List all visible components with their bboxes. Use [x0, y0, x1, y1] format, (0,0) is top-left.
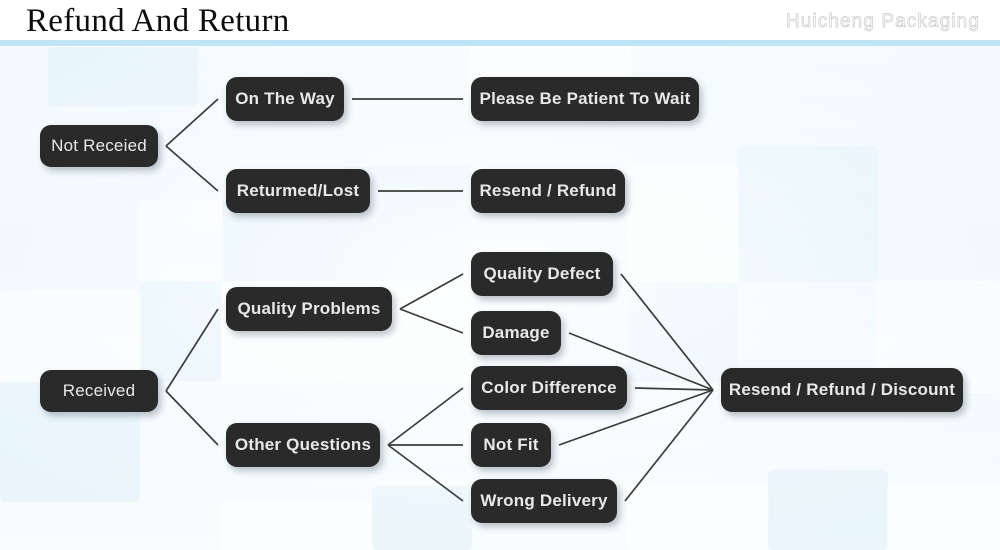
node-label: Resend / Refund — [479, 181, 617, 200]
connector-received-to-other-questions — [165, 390, 219, 446]
node-resend-refund-discount[interactable]: Resend / Refund / Discount — [721, 368, 963, 412]
node-other-questions[interactable]: Other Questions — [226, 423, 380, 467]
connector-lines — [165, 98, 714, 502]
node-quality-problems[interactable]: Quality Problems — [226, 287, 392, 331]
node-color-difference[interactable]: Color Difference — [471, 366, 627, 410]
node-wrong-delivery[interactable]: Wrong Delivery — [471, 479, 617, 523]
node-damage[interactable]: Damage — [471, 311, 561, 355]
node-not-fit[interactable]: Not Fit — [471, 423, 551, 467]
connector-wrong-delivery-to-resend-refund-discount — [624, 389, 714, 502]
connector-quality-defect-to-resend-refund-discount — [620, 273, 714, 391]
connector-damage-to-resend-refund-discount — [568, 332, 714, 391]
connector-quality-problems-to-quality-defect — [399, 273, 464, 310]
node-label: Resend / Refund / Discount — [728, 380, 956, 399]
node-please-be-patient[interactable]: Please Be Patient To Wait — [471, 77, 699, 121]
node-label: Color Difference — [481, 378, 617, 397]
node-label: Received — [62, 381, 136, 400]
brand-watermark: Huicheng Packaging — [785, 11, 980, 33]
connector-quality-problems-to-damage — [399, 308, 464, 334]
node-label: Other Questions — [234, 435, 372, 454]
connector-received-to-quality-problems — [165, 308, 219, 392]
node-label: Quality Problems — [237, 299, 381, 318]
node-label: Quality Defect — [483, 264, 601, 283]
connector-not-received-to-returned-lost — [165, 145, 219, 192]
node-label: Please Be Patient To Wait — [479, 89, 691, 108]
slide-header: Refund And Return Huicheng Packaging — [0, 0, 1000, 47]
node-received[interactable]: Received — [40, 370, 158, 412]
node-on-the-way[interactable]: On The Way — [226, 77, 344, 121]
node-label: Wrong Delivery — [480, 491, 608, 510]
node-quality-defect[interactable]: Quality Defect — [471, 252, 613, 296]
node-label: On The Way — [235, 89, 335, 108]
connector-other-questions-to-color-difference — [387, 387, 464, 446]
connector-not-received-to-on-the-way — [165, 98, 219, 147]
node-label: Not Receied — [51, 136, 147, 155]
connector-not-fit-to-resend-refund-discount — [558, 389, 714, 446]
header-divider — [0, 40, 1000, 46]
node-not-received[interactable]: Not Receied — [40, 125, 158, 167]
node-label: Damage — [482, 323, 550, 342]
connector-other-questions-to-wrong-delivery — [387, 444, 464, 502]
node-label: Not Fit — [483, 435, 539, 454]
page-title: Refund And Return — [26, 3, 290, 39]
node-resend-refund[interactable]: Resend / Refund — [471, 169, 625, 213]
node-returned-lost[interactable]: Returmed/Lost — [226, 169, 370, 213]
node-label: Returmed/Lost — [236, 181, 360, 200]
connector-color-difference-to-resend-refund-discount — [634, 387, 714, 391]
